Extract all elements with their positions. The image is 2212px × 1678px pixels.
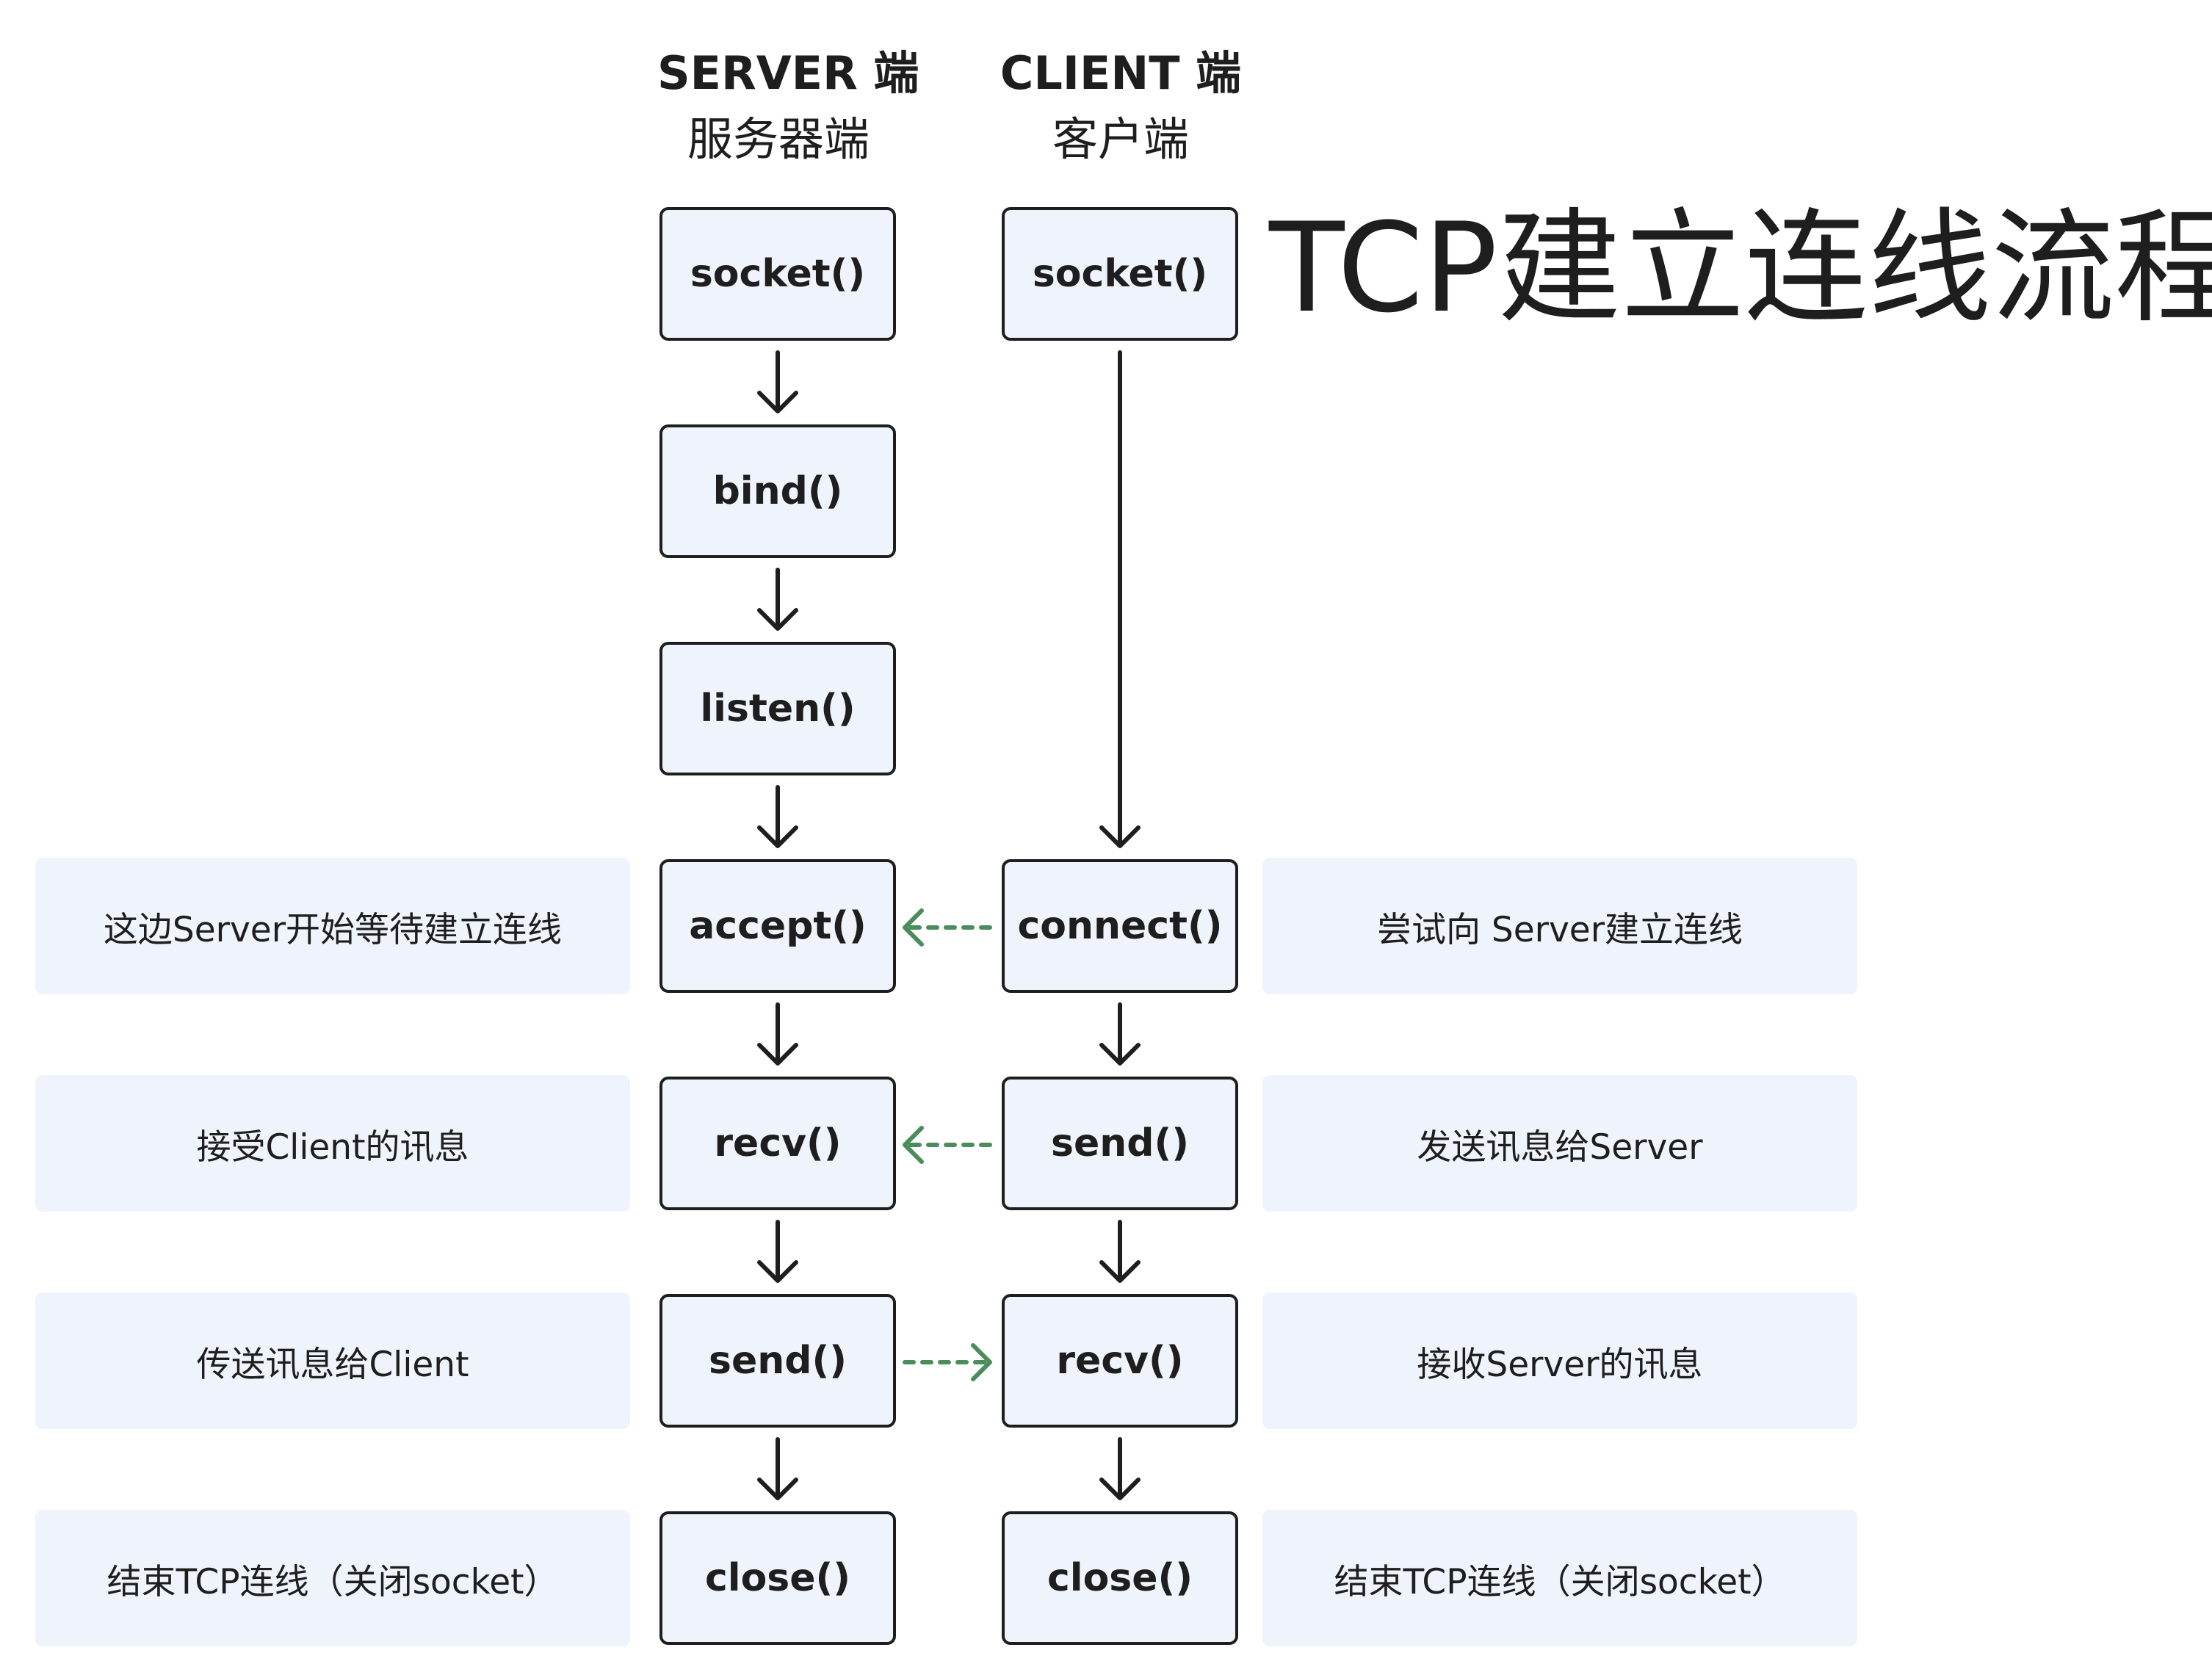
client-send-box: send()	[1002, 1077, 1238, 1210]
client-header: CLIENT 端 客户端	[1000, 40, 1242, 173]
server-header: SERVER 端 服务器端	[657, 40, 919, 173]
client-socket-box: socket()	[1002, 207, 1238, 341]
server-arrow-2	[757, 568, 798, 631]
server-socket-box: socket()	[659, 207, 896, 341]
server-note-recv: 接受Client的讯息	[35, 1075, 630, 1212]
client-close-box: close()	[1002, 1511, 1238, 1645]
client-arrow-3	[1099, 1220, 1141, 1283]
server-arrow-1	[757, 350, 798, 413]
message-arrow-connect-head	[903, 908, 924, 947]
server-close-box: close()	[659, 1511, 896, 1645]
server-listen-box: listen()	[659, 642, 896, 775]
server-arrow-3	[757, 785, 798, 848]
server-note-accept: 这边Server开始等待建立连线	[35, 858, 630, 994]
client-recv-box: recv()	[1002, 1294, 1238, 1428]
client-note-send: 发送讯息给Server	[1262, 1075, 1857, 1212]
client-note-connect: 尝试向 Server建立连线	[1262, 858, 1857, 994]
server-arrow-6	[757, 1437, 798, 1500]
diagram-title: TCP建立连线流程	[1269, 196, 2212, 340]
client-connect-box: connect()	[1002, 859, 1238, 993]
server-arrow-4	[757, 1002, 798, 1066]
server-header-zh: 服务器端	[687, 112, 870, 166]
client-header-zh: 客户端	[1052, 112, 1189, 166]
server-note-send: 传送讯息给Client	[35, 1292, 630, 1429]
message-arrow-reply-head	[971, 1343, 992, 1381]
client-note-recv: 接收Server的讯息	[1262, 1292, 1857, 1429]
client-arrow-2	[1099, 1002, 1141, 1066]
message-arrow-send-head	[903, 1126, 924, 1164]
server-note-close: 结束TCP连线（关闭socket）	[35, 1510, 630, 1646]
client-arrow-connect	[1099, 350, 1141, 848]
client-arrow-4	[1099, 1437, 1141, 1500]
server-arrow-5	[757, 1220, 798, 1283]
server-accept-box: accept()	[659, 859, 896, 993]
server-send-box: send()	[659, 1294, 896, 1428]
client-header-en: CLIENT 端	[1000, 46, 1242, 100]
server-bind-box: bind()	[659, 424, 896, 558]
server-header-en: SERVER 端	[657, 46, 919, 100]
client-note-close: 结束TCP连线（关闭socket）	[1262, 1510, 1857, 1646]
server-recv-box: recv()	[659, 1077, 896, 1210]
